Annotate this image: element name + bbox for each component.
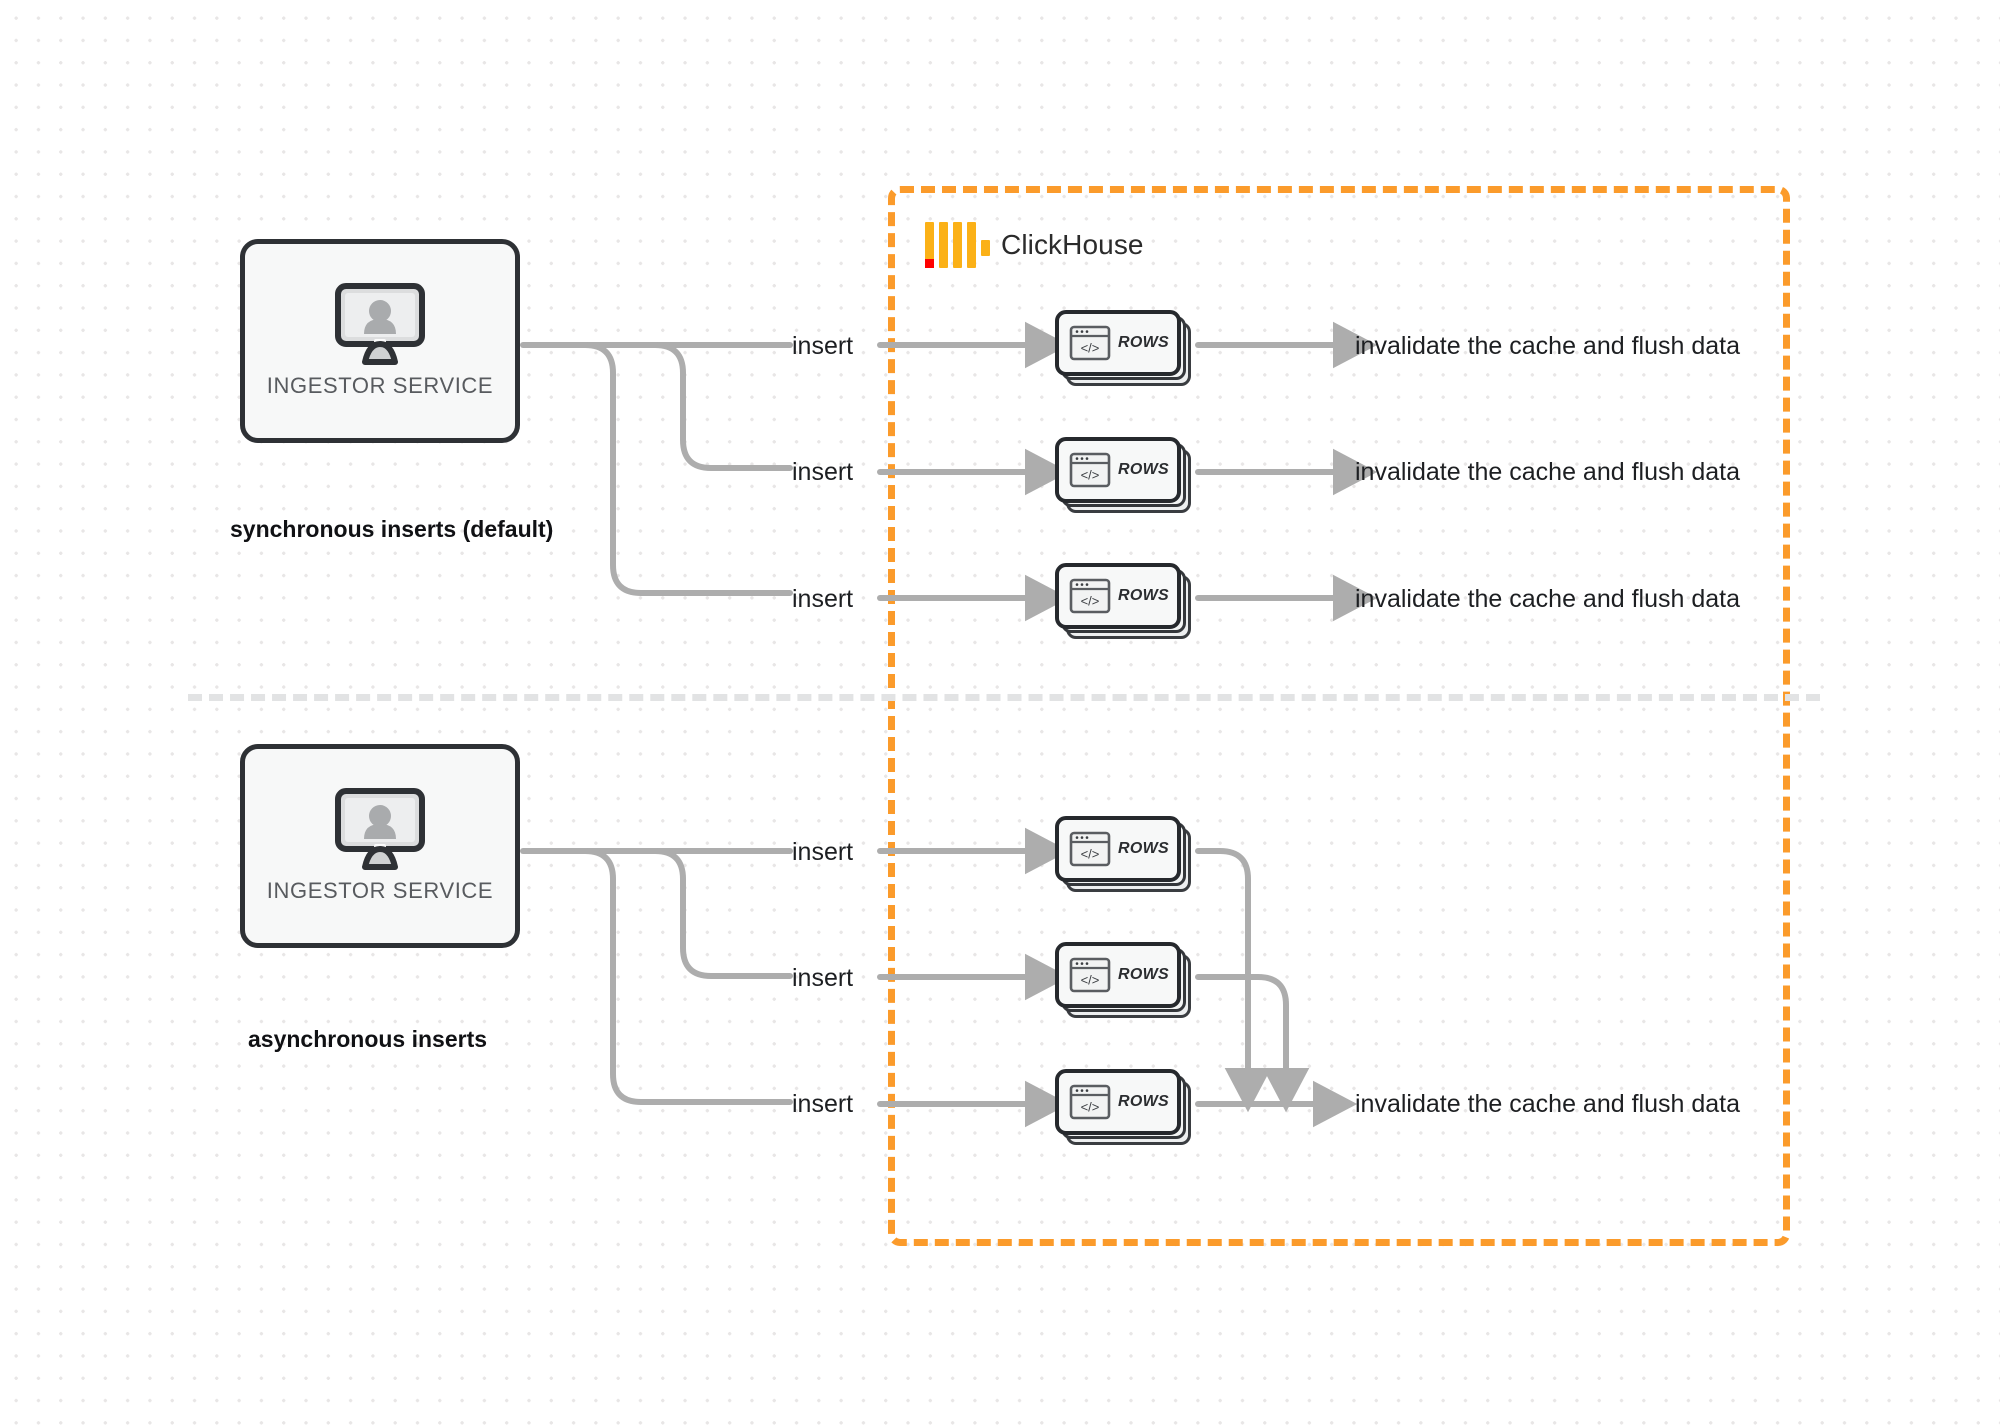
code-window-icon: </> [1069,452,1111,488]
svg-text:</>: </> [1081,341,1100,356]
ingestor-service-asynchronous[interactable]: INGESTOR SERVICE [240,744,520,948]
code-window-icon: </> [1069,957,1111,993]
ingestor-service-synchronous[interactable]: INGESTOR SERVICE [240,239,520,443]
insert-label-async-3: insert [792,1090,854,1118]
svg-text:</>: </> [1081,594,1100,609]
clickhouse-region-boundary [888,186,1790,1246]
code-window-icon: </> [1069,831,1111,867]
rows-card-label: ROWS [1118,1093,1169,1110]
code-window-icon: </> [1069,578,1111,614]
section-divider [188,694,1820,701]
flush-label-sync-3: invalidate the cache and flush data [1355,585,1740,613]
clickhouse-logo-icon [925,222,990,268]
insert-label-sync-2: insert [792,458,854,486]
monitor-user-icon [335,283,425,365]
code-window-icon: </> [1069,1084,1111,1120]
rows-card-async-3[interactable]: </> ROWS [1055,1069,1191,1145]
rows-card-label: ROWS [1118,966,1169,983]
rows-card-label: ROWS [1118,840,1169,857]
svg-text:</>: </> [1081,847,1100,862]
clickhouse-wordmark: ClickHouse [1001,229,1144,260]
svg-text:</>: </> [1081,468,1100,483]
insert-label-async-1: insert [792,838,854,866]
flush-label-sync-2: invalidate the cache and flush data [1355,458,1740,486]
rows-card-async-2[interactable]: </> ROWS [1055,942,1191,1018]
monitor-user-icon [335,788,425,870]
insert-label-sync-1: insert [792,332,854,360]
rows-card-async-1[interactable]: </> ROWS [1055,816,1191,892]
section-label-asynchronous: asynchronous inserts [248,1026,488,1052]
flush-label-sync-1: invalidate the cache and flush data [1355,332,1740,360]
ingestor-service-label: INGESTOR SERVICE [266,878,494,903]
rows-card-label: ROWS [1118,461,1169,478]
ingestor-service-label: INGESTOR SERVICE [266,373,494,398]
rows-card-sync-1[interactable]: </> ROWS [1055,310,1191,386]
svg-text:</>: </> [1081,973,1100,988]
rows-card-sync-2[interactable]: </> ROWS [1055,437,1191,513]
svg-text:</>: </> [1081,1100,1100,1115]
rows-card-sync-3[interactable]: </> ROWS [1055,563,1191,639]
insert-label-async-2: insert [792,964,854,992]
insert-label-sync-3: insert [792,585,854,613]
rows-card-label: ROWS [1118,587,1169,604]
code-window-icon: </> [1069,325,1111,361]
section-label-synchronous: synchronous inserts (default) [230,516,554,542]
rows-card-label: ROWS [1118,334,1169,351]
flush-label-async-merged: invalidate the cache and flush data [1355,1090,1740,1118]
clickhouse-brand: ClickHouse [925,222,1144,268]
